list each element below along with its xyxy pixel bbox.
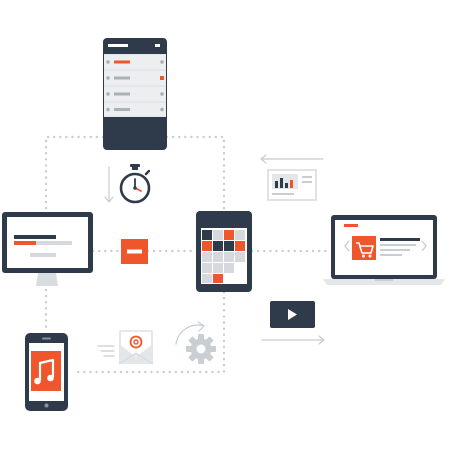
stopwatch-icon [119,164,151,204]
arrow-down [104,166,114,203]
server-row-3 [104,87,166,101]
server-row-2 [104,71,166,85]
arrow-left [260,154,324,164]
tablet-icon [196,211,252,292]
arrow-right [261,335,325,345]
arrow-lines [97,154,325,357]
monitor-icon [2,212,93,286]
minus-icon [121,239,148,264]
connector-server-desktop [44,135,105,214]
server-row-1 [104,55,166,69]
connector-tablet-phone [72,290,226,374]
gear-icon [186,334,216,364]
gear-curved-arrow [175,321,205,345]
email-motion-lines [97,345,115,357]
bar-chart-icon [267,169,317,201]
music-note-icon [25,333,68,411]
shopping-cart-icon [323,215,445,285]
server-icon [103,38,167,150]
tablet-app-tiles [202,230,245,283]
play-icon [270,301,315,328]
server-row-4 [104,103,166,116]
at-sign-icon [118,330,154,365]
connector-server-tablet [165,135,226,214]
connector-lines [44,135,328,374]
